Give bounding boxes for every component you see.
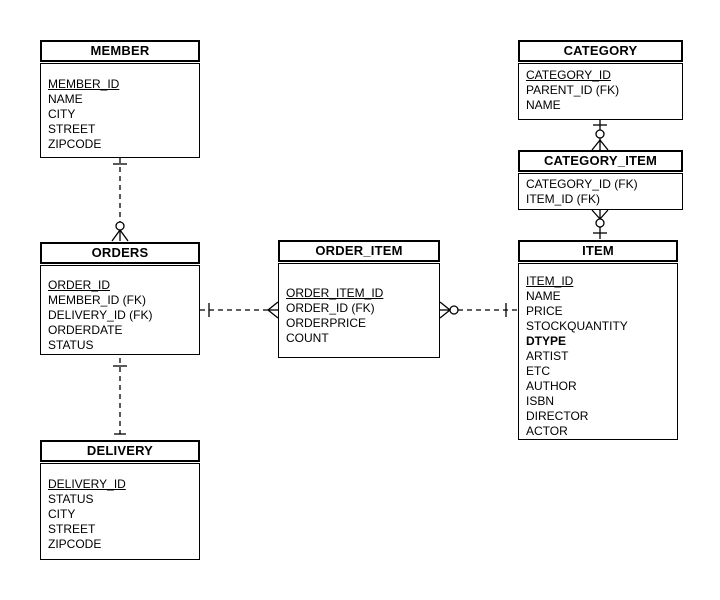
relationship-orders-orderitem [200, 301, 279, 319]
entity-attribute: CATEGORY_ID (FK) [526, 177, 638, 191]
entity-attribute: STREET [48, 522, 96, 536]
entity-attribute: CITY [48, 507, 76, 521]
relationship-categoryitem-item [591, 209, 609, 239]
entity-attribute: ITEM_ID (FK) [526, 192, 600, 206]
entity-attribute: NAME [48, 92, 83, 106]
relationship-category-categoryitem [591, 119, 609, 151]
entity-attribute: ORDERDATE [48, 323, 123, 337]
entity-attribute: ORDER_ITEM_ID [286, 286, 384, 300]
zero-circle-icon [595, 129, 605, 139]
crow-foot-icon [267, 301, 279, 311]
entity-title: ITEM [518, 240, 678, 262]
entity-attribute: COUNT [286, 331, 329, 345]
entity-attribute: ZIPCODE [48, 137, 102, 151]
entity-attribute: CATEGORY_ID [526, 68, 611, 82]
relationship-orderitem-item [439, 301, 518, 319]
entity-attribute: ARTIST [526, 349, 569, 363]
crow-foot-icon [119, 229, 129, 242]
entity-attribute: AUTHOR [526, 379, 577, 393]
entity-attribute: PRICE [526, 304, 563, 318]
entity-attribute: ITEM_ID [526, 274, 574, 288]
entity-attribute: NAME [526, 289, 561, 303]
entity-attribute: ETC [526, 364, 550, 378]
entity-attribute: ORDERPRICE [286, 316, 367, 330]
crow-foot-icon [111, 229, 121, 242]
entity-title: DELIVERY [40, 440, 200, 462]
entity-title: MEMBER [40, 40, 200, 62]
entity-attribute: STATUS [48, 338, 94, 352]
crow-foot-icon [439, 301, 451, 311]
entity-attribute: DELIVERY_ID (FK) [48, 308, 153, 322]
zero-circle-icon [595, 218, 605, 228]
entity-attribute: PARENT_ID (FK) [526, 83, 620, 97]
entity-attribute: CITY [48, 107, 76, 121]
entity-title: ORDERS [40, 242, 200, 264]
crow-foot-icon [591, 209, 601, 220]
entity-attribute: DELIVERY_ID [48, 477, 126, 491]
zero-circle-icon [115, 221, 125, 231]
entity-title: CATEGORY [518, 40, 683, 62]
relationship-member-orders [111, 158, 129, 242]
entity-attributes: CATEGORY_ID (FK)ITEM_ID (FK) [518, 173, 683, 210]
entity-attribute: ZIPCODE [48, 537, 102, 551]
entity-attribute: ACTOR [526, 424, 568, 438]
entity-attribute: STREET [48, 122, 96, 136]
entity-attribute: STATUS [48, 492, 94, 506]
entity-attribute: STOCKQUANTITY [526, 319, 628, 333]
entity-attribute: DTYPE [526, 334, 567, 348]
entity-title: CATEGORY_ITEM [518, 150, 683, 172]
relationship-orders-delivery [113, 358, 127, 435]
crow-foot-icon [267, 309, 279, 319]
entity-title: ORDER_ITEM [278, 240, 440, 262]
crow-foot-icon [599, 209, 609, 220]
crow-foot-icon [439, 309, 451, 319]
entity-attribute: ORDER_ID [48, 278, 111, 292]
entity-attribute: ORDER_ID (FK) [286, 301, 375, 315]
crow-foot-icon [591, 139, 601, 151]
entity-attribute: ISBN [526, 394, 555, 408]
entity-category-item: CATEGORY_ITEM CATEGORY_ID (FK)ITEM_ID (F… [518, 150, 683, 210]
entity-attribute: MEMBER_ID (FK) [48, 293, 147, 307]
entity-attribute: NAME [526, 98, 561, 112]
entity-attribute: DIRECTOR [526, 409, 589, 423]
crow-foot-icon [599, 139, 609, 151]
zero-circle-icon [449, 305, 459, 315]
entity-attribute: MEMBER_ID [48, 77, 120, 91]
